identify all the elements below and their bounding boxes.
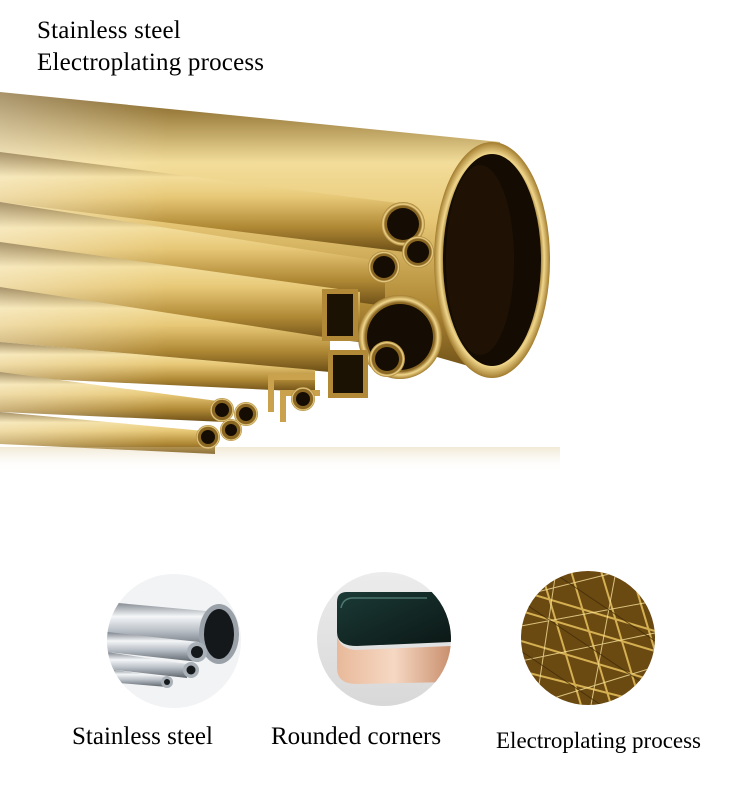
feature-caption-rounded-corners: Rounded corners xyxy=(271,723,442,750)
rounded-corners-thumbnail xyxy=(317,572,451,706)
headline-line-1: Stainless steel xyxy=(37,17,181,44)
feature-caption-electroplating: Electroplating process xyxy=(496,728,702,753)
stainless-steel-thumbnail xyxy=(107,574,241,708)
electroplating-thumbnail xyxy=(521,571,655,705)
headline-line-2: Electroplating process xyxy=(37,49,265,76)
gold-pipes-hero-image xyxy=(0,92,560,472)
feature-caption-stainless-steel: Stainless steel xyxy=(72,723,213,750)
